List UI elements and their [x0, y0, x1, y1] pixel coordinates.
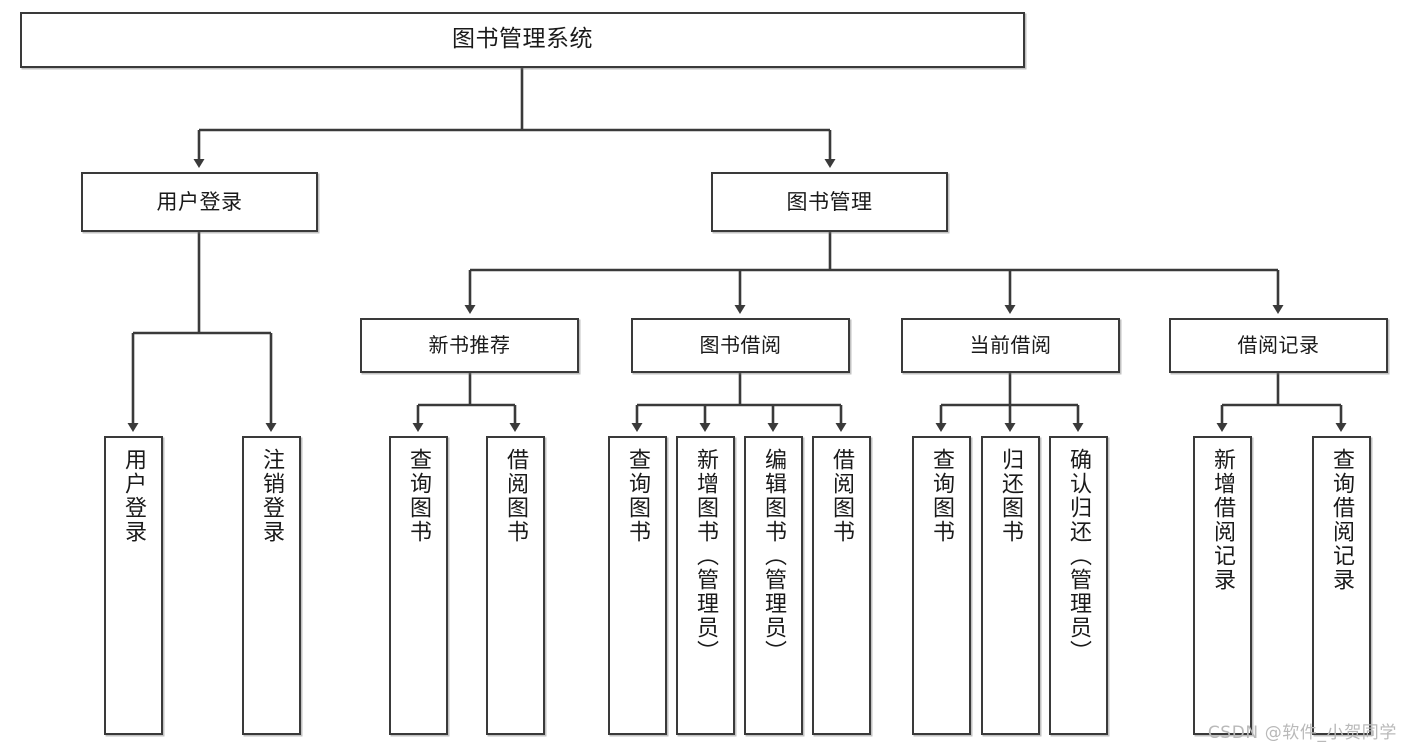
- node-leaf-add-book-label: 新增图书（管理员）: [693, 448, 719, 664]
- node-borrow-record-label: 借阅记录: [1237, 332, 1320, 357]
- node-current-borrow-label: 当前借阅: [969, 332, 1052, 357]
- node-leaf-confirm-return-label: 确认归还（管理员）: [1066, 448, 1092, 664]
- node-book-borrow-label: 图书借阅: [699, 332, 782, 357]
- node-leaf-query-record-label: 查询借阅记录: [1329, 448, 1355, 592]
- node-leaf-user-login[interactable]: 用户登录: [104, 436, 163, 735]
- node-leaf-borrow-book-2-label: 借阅图书: [829, 448, 855, 544]
- node-leaf-return-book-label: 归还图书: [998, 448, 1024, 544]
- node-leaf-query-book-1-label: 查询图书: [406, 448, 432, 544]
- node-new-book-rec[interactable]: 新书推荐: [360, 318, 579, 373]
- node-user-login[interactable]: 用户登录: [81, 172, 318, 232]
- node-leaf-borrow-book-1-label: 借阅图书: [503, 448, 529, 544]
- node-leaf-query-book-1[interactable]: 查询图书: [389, 436, 448, 735]
- node-leaf-user-login-label: 用户登录: [121, 448, 147, 544]
- node-leaf-query-book-3-label: 查询图书: [929, 448, 955, 544]
- node-leaf-add-record-label: 新增借阅记录: [1210, 448, 1236, 592]
- node-leaf-borrow-book-2[interactable]: 借阅图书: [812, 436, 871, 735]
- node-new-book-rec-label: 新书推荐: [428, 332, 511, 357]
- node-leaf-logout[interactable]: 注销登录: [242, 436, 301, 735]
- node-leaf-edit-book-label: 编辑图书（管理员）: [761, 448, 787, 664]
- node-current-borrow[interactable]: 当前借阅: [901, 318, 1120, 373]
- csdn-watermark: CSDN @软件_小贺同学: [1207, 723, 1397, 743]
- node-leaf-logout-label: 注销登录: [259, 448, 285, 544]
- node-leaf-query-book-3[interactable]: 查询图书: [912, 436, 971, 735]
- node-user-login-label: 用户登录: [156, 189, 243, 214]
- node-book-manage-label: 图书管理: [786, 189, 873, 214]
- node-leaf-add-record[interactable]: 新增借阅记录: [1193, 436, 1252, 735]
- node-leaf-query-book-2-label: 查询图书: [625, 448, 651, 544]
- node-root-label: 图书管理系统: [452, 26, 593, 53]
- node-leaf-query-book-2[interactable]: 查询图书: [608, 436, 667, 735]
- node-leaf-query-record[interactable]: 查询借阅记录: [1312, 436, 1371, 735]
- node-borrow-record[interactable]: 借阅记录: [1169, 318, 1388, 373]
- node-leaf-add-book[interactable]: 新增图书（管理员）: [676, 436, 735, 735]
- node-leaf-return-book[interactable]: 归还图书: [981, 436, 1040, 735]
- node-leaf-borrow-book-1[interactable]: 借阅图书: [486, 436, 545, 735]
- node-book-borrow[interactable]: 图书借阅: [631, 318, 850, 373]
- node-book-manage[interactable]: 图书管理: [711, 172, 948, 232]
- node-leaf-edit-book[interactable]: 编辑图书（管理员）: [744, 436, 803, 735]
- node-root[interactable]: 图书管理系统: [20, 12, 1025, 68]
- node-leaf-confirm-return[interactable]: 确认归还（管理员）: [1049, 436, 1108, 735]
